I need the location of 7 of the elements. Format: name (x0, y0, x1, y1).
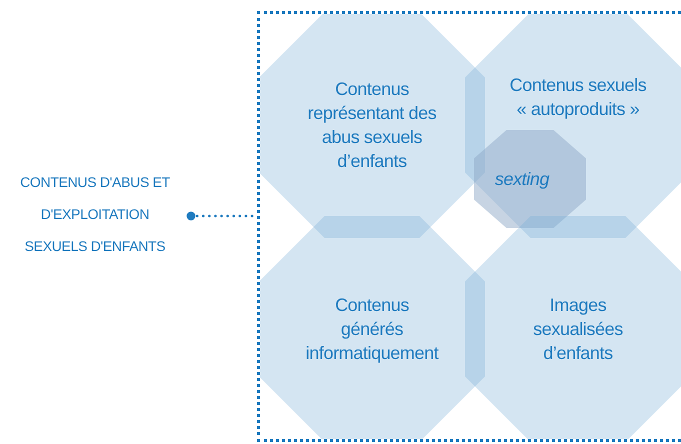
dotted-frame (257, 11, 681, 442)
category-label: Contenus sexuels « autoproduits » (508, 74, 648, 121)
category-label: Contenus représentant des abus sexuels d’enfants (306, 78, 438, 173)
overlap-label: sexting (494, 168, 550, 191)
category-label: Images sexualisées d’enfants (532, 294, 624, 365)
category-label: Contenus générés informatiquement (304, 294, 440, 365)
group-label: CONTENUS D'ABUS ET D'EXPLOITATION SEXUELS D'ENFANTS (19, 173, 171, 256)
